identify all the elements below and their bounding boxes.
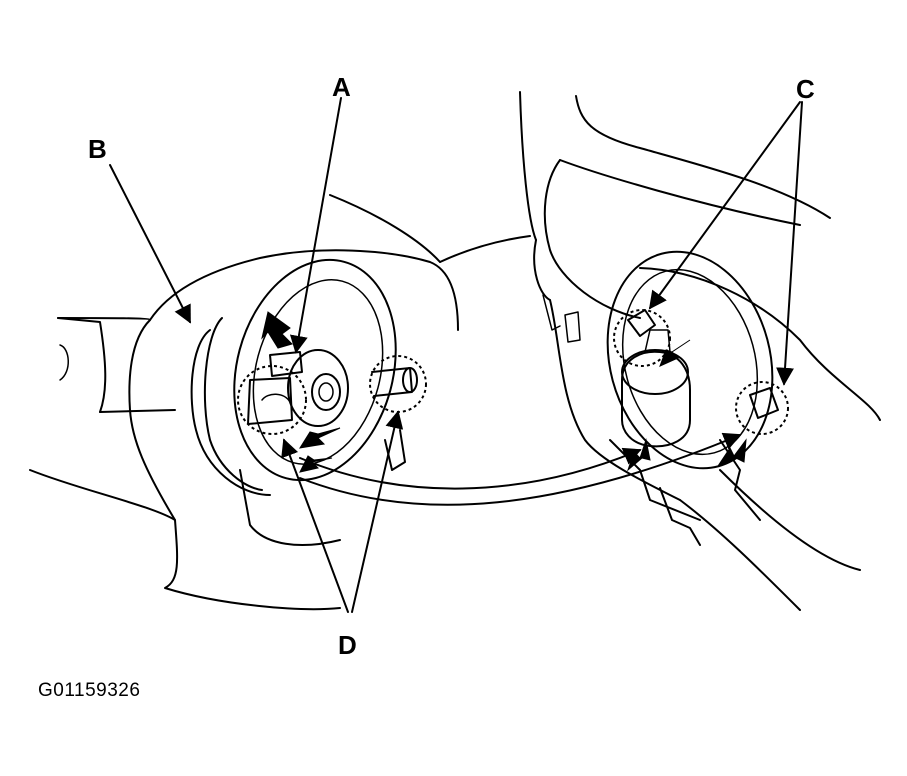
left-socket-assembly (190, 258, 427, 546)
figure-id: G01159326 (38, 680, 141, 701)
removal-direction-arrow (299, 432, 742, 506)
right-socket-assembly (606, 250, 789, 546)
callout-a: A (332, 72, 351, 102)
leader-lines (109, 97, 803, 613)
tab-arrows (261, 311, 747, 473)
right-headlight-housing (519, 91, 881, 611)
callout-d: D (338, 630, 357, 660)
callout-b: B (88, 134, 107, 164)
callout-c: C (796, 74, 815, 104)
left-headlight-housing (29, 194, 531, 611)
